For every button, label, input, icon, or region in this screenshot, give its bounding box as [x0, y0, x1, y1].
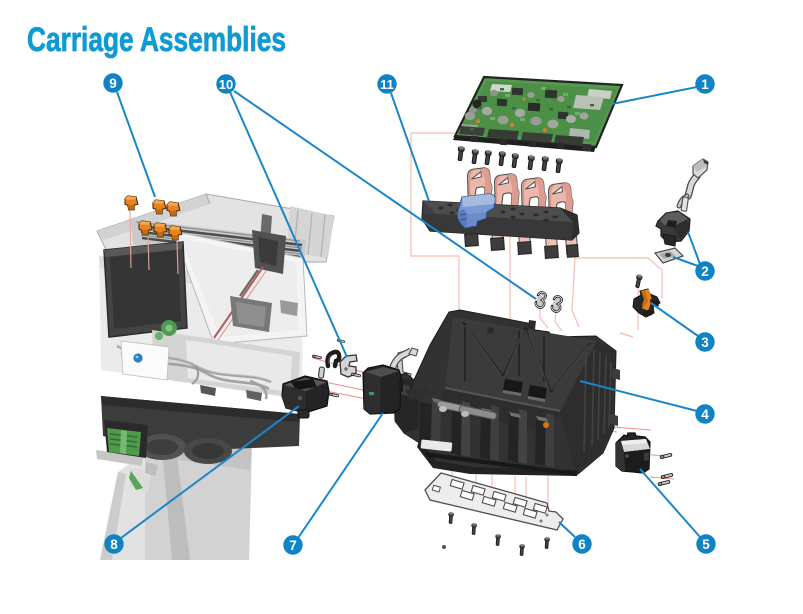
svg-text:11: 11 [380, 77, 394, 92]
svg-text:10: 10 [219, 77, 233, 92]
svg-text:4: 4 [701, 407, 709, 422]
svg-text:9: 9 [109, 76, 117, 91]
svg-text:1: 1 [701, 77, 709, 92]
svg-text:5: 5 [702, 537, 710, 552]
svg-text:Carriage Assemblies: Carriage Assemblies [27, 21, 286, 59]
svg-text:7: 7 [289, 538, 297, 553]
svg-text:3: 3 [701, 335, 709, 350]
svg-text:2: 2 [701, 264, 709, 279]
svg-text:6: 6 [578, 537, 586, 552]
svg-text:8: 8 [110, 537, 118, 552]
